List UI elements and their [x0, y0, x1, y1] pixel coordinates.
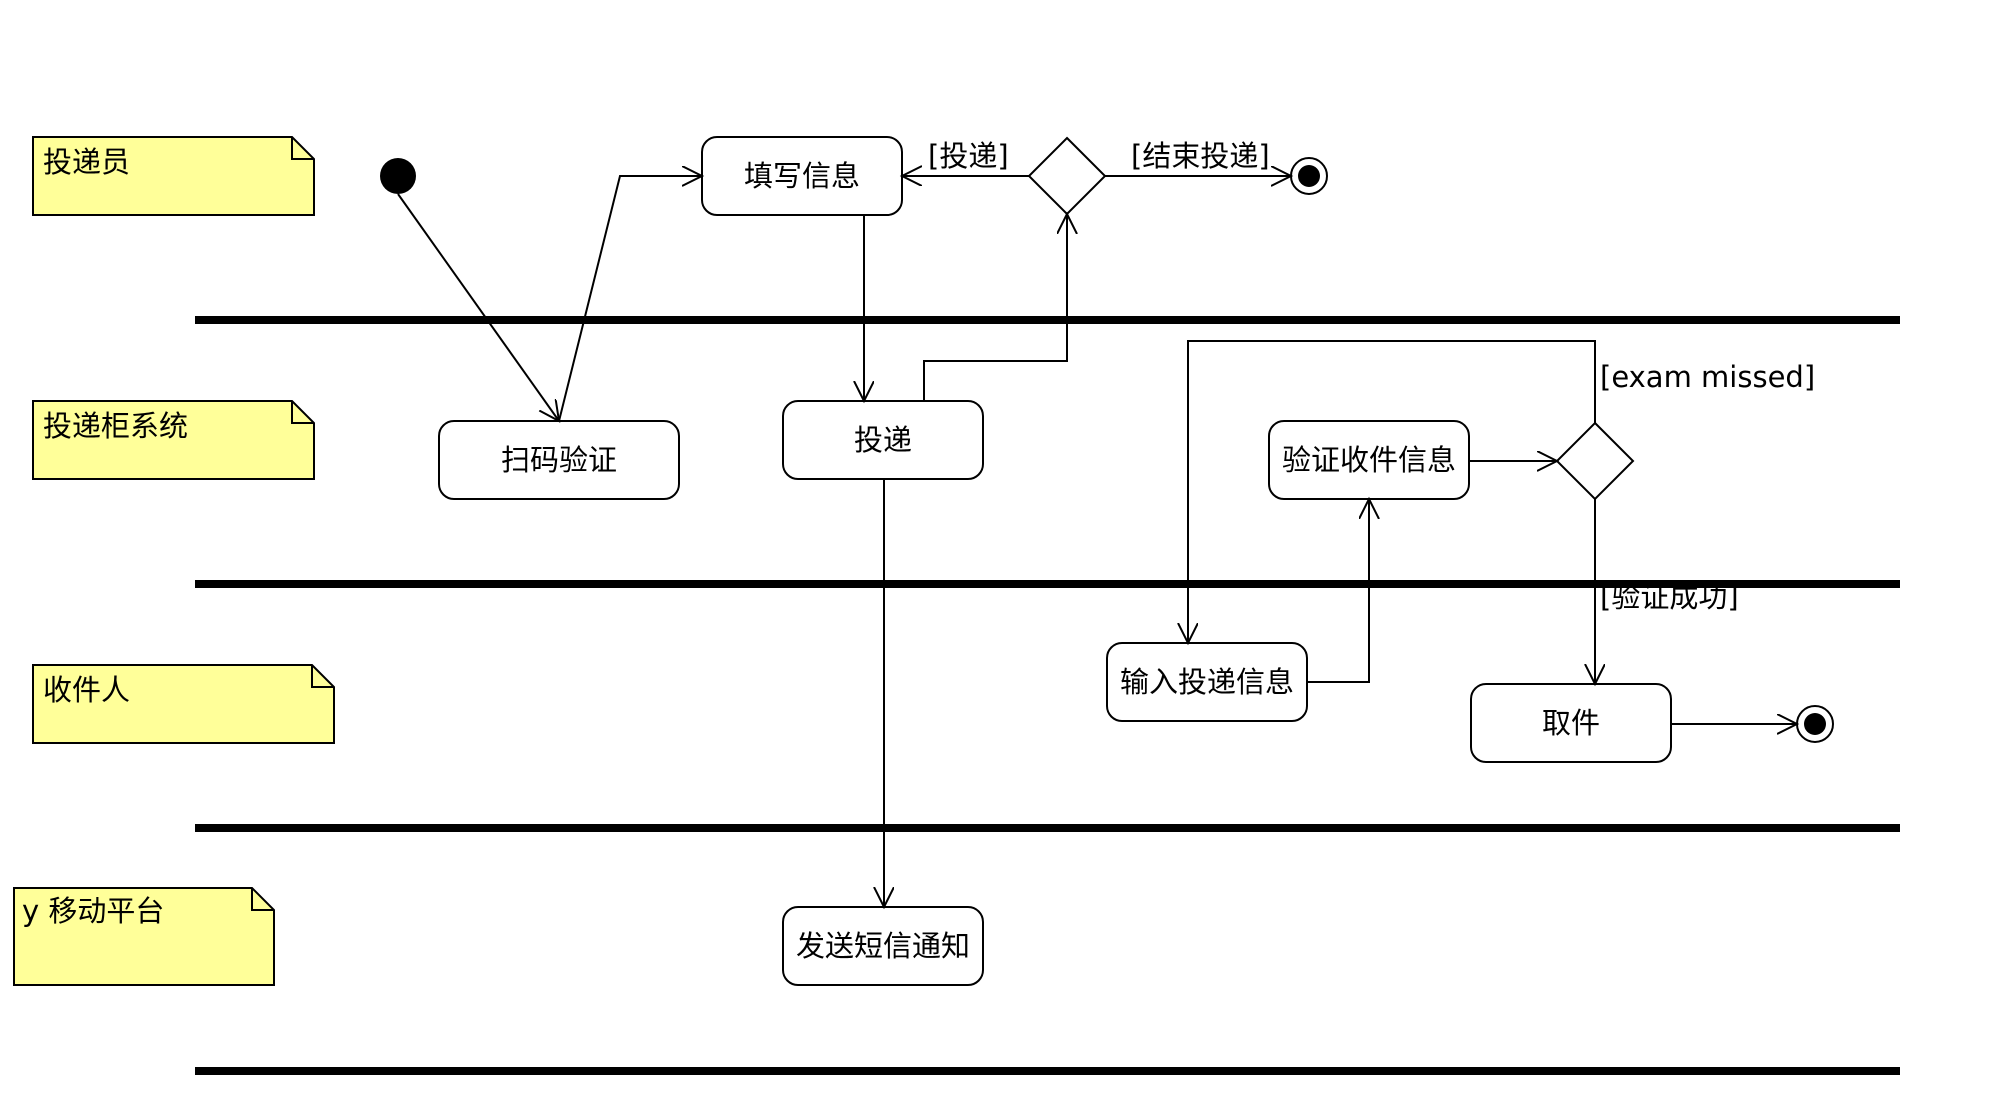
decision-verify	[1555, 421, 1635, 501]
svg-text:扫码验证: 扫码验证	[501, 443, 617, 477]
action-enter-delivery-info: 输入投递信息	[1106, 642, 1308, 722]
lane-label-locker-system: 投递柜系统	[32, 400, 315, 480]
lane-label-courier: 投递员	[32, 136, 315, 216]
action-pickup: 取件	[1470, 683, 1672, 763]
guard-deliver: [投递]	[928, 139, 1009, 173]
decision-courier	[1027, 136, 1107, 216]
guard-end-delivery: [结束投递]	[1131, 139, 1270, 173]
svg-text:投递: 投递	[854, 423, 912, 457]
svg-text:发送短信通知: 发送短信通知	[796, 929, 970, 963]
svg-text:填写信息: 填写信息	[744, 159, 860, 193]
action-scan-verify: 扫码验证	[438, 420, 680, 500]
action-send-sms: 发送短信通知	[782, 906, 984, 986]
action-fill-info: 填写信息	[701, 136, 903, 216]
action-deliver: 投递	[782, 400, 984, 480]
final-node-recipient	[1796, 705, 1834, 743]
svg-text:取件: 取件	[1542, 706, 1600, 740]
guard-verify-success: [验证成功]	[1600, 580, 1739, 614]
svg-text:收件人: 收件人	[43, 673, 130, 707]
flow-decision-exam-missed	[1188, 340, 1596, 643]
svg-text:投递员: 投递员	[43, 145, 130, 179]
lane-label-recipient: 收件人	[32, 664, 335, 744]
svg-text:验证收件信息: 验证收件信息	[1282, 443, 1456, 477]
final-node-courier	[1290, 157, 1328, 195]
svg-text:输入投递信息: 输入投递信息	[1120, 665, 1294, 699]
guard-exam-missed: [exam missed]	[1600, 360, 1815, 394]
flow-scan-to-fill-info	[558, 176, 702, 422]
lane-label-mobile-platform: y 移动平台	[13, 887, 275, 986]
svg-text:投递柜系统: 投递柜系统	[43, 409, 188, 443]
flow-initial-to-scan	[397, 193, 559, 421]
svg-text:y 移动平台: y 移动平台	[22, 894, 164, 928]
flow-deliver-to-decision	[923, 214, 1067, 401]
initial-node	[380, 158, 416, 194]
action-verify-pickup-info: 验证收件信息	[1268, 420, 1470, 500]
flow-enter-info-to-verify	[1307, 499, 1369, 683]
